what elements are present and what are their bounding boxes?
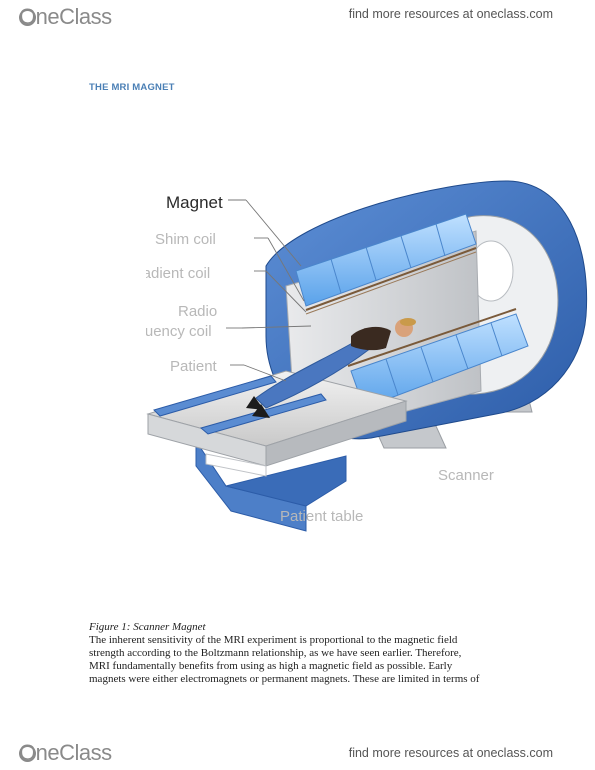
footer-resources-link[interactable]: find more resources at oneclass.com: [348, 746, 553, 760]
label-shim-coil: Shim coil: [155, 231, 216, 248]
body-line: MRI fundamentally benefits from using as…: [89, 660, 453, 672]
oneclass-logo[interactable]: OneClass: [19, 4, 112, 30]
logo-circle-icon: [19, 8, 36, 26]
label-scanner: Scanner: [438, 467, 494, 484]
mri-scanner-figure: Magnet Shim coil Gradient coil Radio fre…: [146, 180, 588, 532]
label-magnet: Magnet: [166, 193, 223, 212]
leader-lines: [226, 199, 312, 382]
label-patient-table: Patient table: [280, 508, 363, 525]
label-radio: Radio: [178, 303, 217, 320]
figure-caption: Figure 1: Scanner Magnet: [89, 621, 206, 633]
label-frequency-coil: frequency coil: [146, 323, 212, 340]
body-line: The inherent sensitivity of the MRI expe…: [89, 634, 458, 646]
body-line: strength according to the Boltzmann rela…: [89, 647, 462, 659]
patient: [246, 318, 416, 418]
section-heading: THE MRI MAGNET: [89, 82, 175, 93]
body-line: magnets were either electromagnets or pe…: [89, 673, 480, 685]
label-patient: Patient: [170, 358, 218, 375]
upper-coil-panel: [295, 213, 477, 307]
logo-circle-icon: [19, 744, 36, 762]
patient-table: [146, 370, 408, 532]
body-paragraph: The inherent sensitivity of the MRI expe…: [89, 634, 529, 686]
footer-logo-text: OneClass: [19, 740, 112, 765]
label-gradient-coil: Gradient coil: [146, 265, 210, 282]
header-resources-link[interactable]: find more resources at oneclass.com: [348, 7, 553, 21]
oneclass-footer-logo[interactable]: OneClass: [19, 740, 112, 766]
logo-text: OneClass: [19, 4, 112, 29]
